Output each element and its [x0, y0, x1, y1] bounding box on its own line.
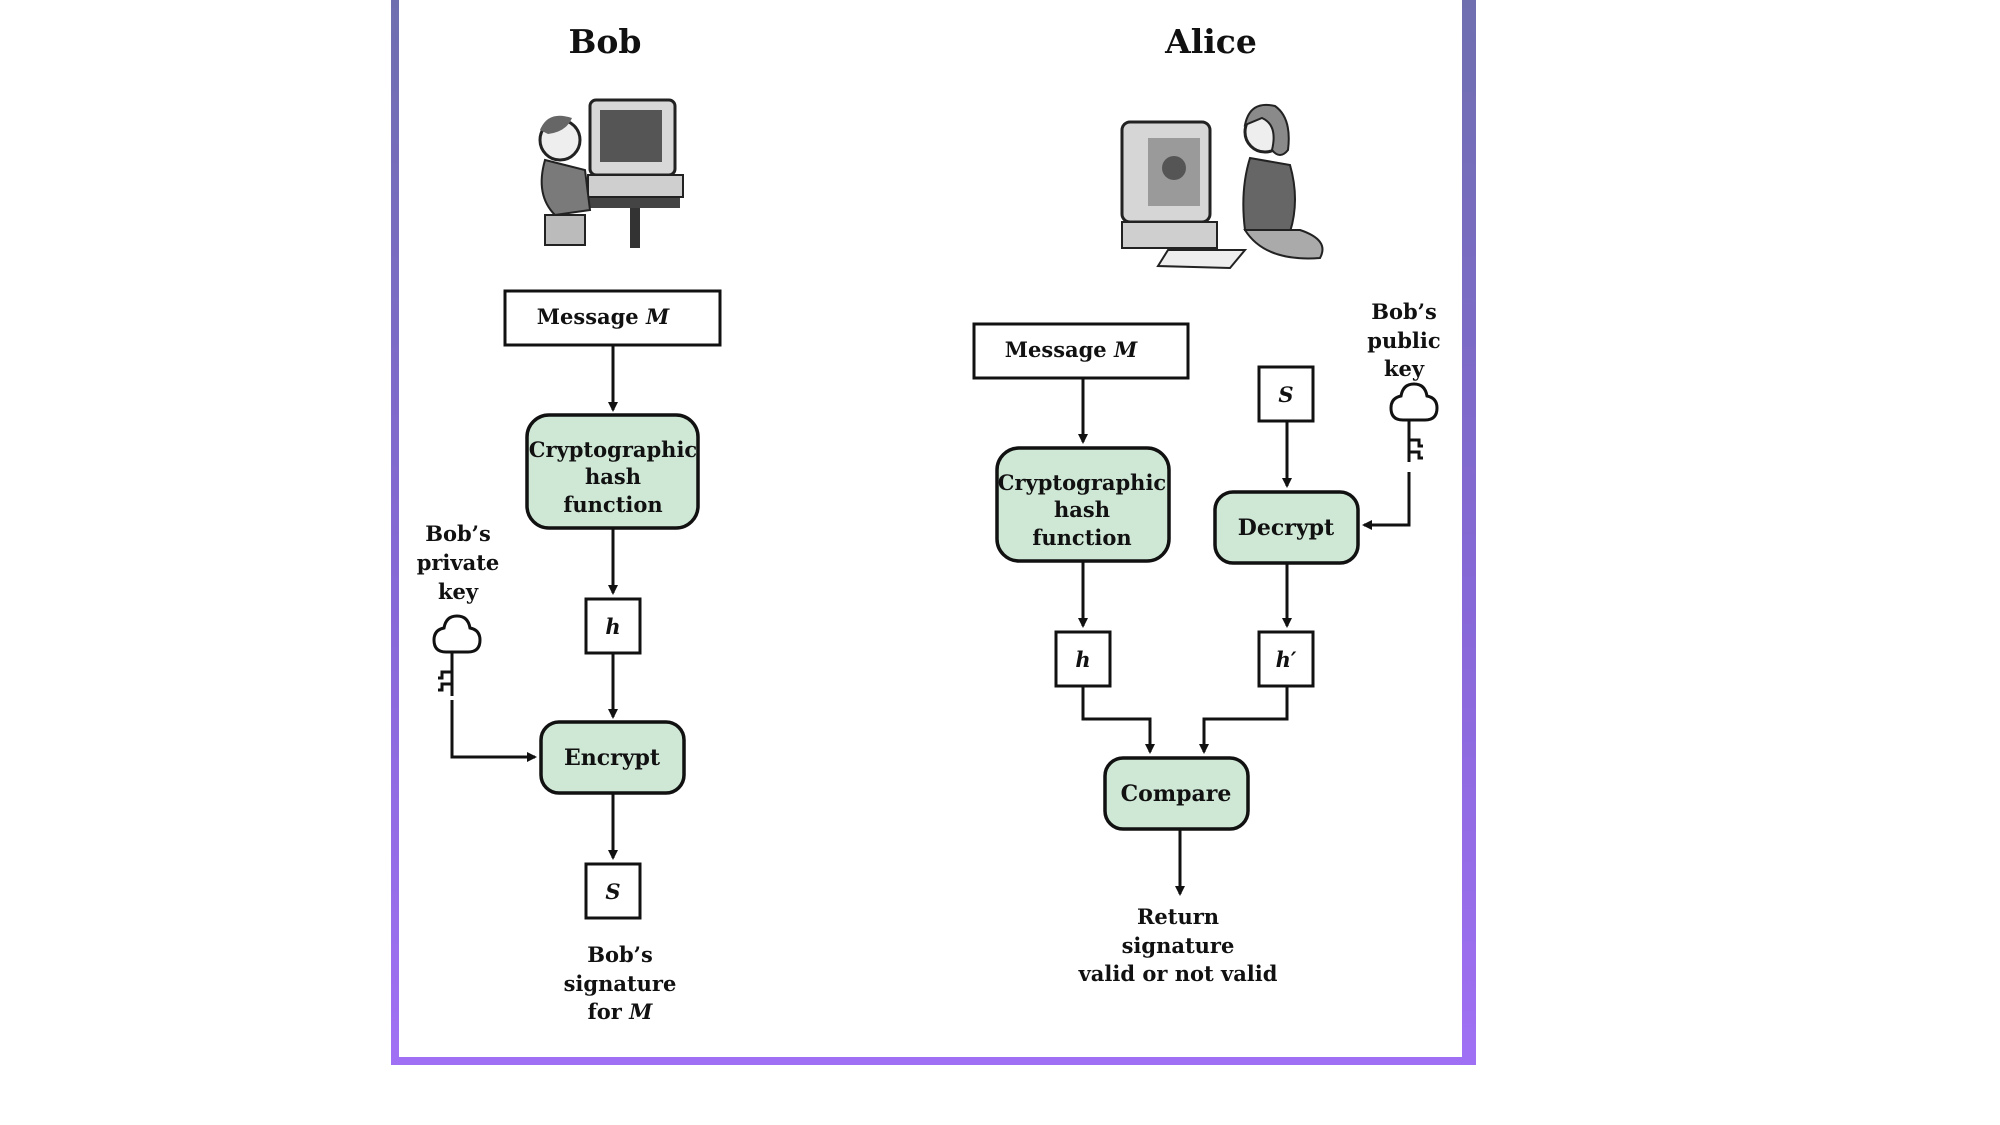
- key-icon: [432, 614, 482, 696]
- alice-result-line1: Return: [1137, 904, 1219, 929]
- alice-message-var: M: [1113, 337, 1138, 362]
- alice-decrypt-box: Decrypt: [1213, 490, 1360, 565]
- alice-public-key-line1: Bob’s: [1371, 299, 1437, 324]
- svg-text:for M: for M: [588, 999, 653, 1024]
- man-at-computer-icon: [538, 98, 684, 248]
- bob-s-box: S: [584, 862, 642, 920]
- bob-signature-line2: signature: [564, 971, 677, 996]
- bob-s-label: S: [605, 879, 620, 904]
- bob-message-var: M: [645, 304, 670, 329]
- alice-hash-line2: hash: [1054, 497, 1110, 522]
- bob-signature-line3: for: [588, 999, 629, 1024]
- bob-signature-line1: Bob’s: [587, 942, 653, 967]
- bob-h-label: h: [605, 614, 620, 639]
- bob-encrypt-label: Encrypt: [564, 745, 661, 771]
- woman-at-computer-icon: [1120, 103, 1324, 270]
- bob-private-key-line2: private: [417, 550, 500, 575]
- bob-hash-function-box: Cryptographic hash function: [525, 413, 700, 530]
- alice-message-box: Message M: [972, 322, 1190, 380]
- bob-hash-line2: hash: [585, 464, 641, 489]
- key-icon: [1389, 382, 1439, 462]
- alice-compare-label: Compare: [1121, 781, 1232, 807]
- bob-signature-var: M: [628, 999, 653, 1024]
- alice-compare-box: Compare: [1103, 756, 1250, 831]
- bob-encrypt-box: Encrypt: [539, 720, 686, 795]
- bob-message-label: Message: [537, 304, 646, 329]
- alice-result-line3: valid or not valid: [1078, 961, 1278, 986]
- bob-h-box: h: [584, 597, 642, 655]
- svg-text:Message M: Message M: [537, 304, 670, 329]
- alice-h-box: h: [1054, 630, 1112, 688]
- alice-hash-line3: function: [1032, 525, 1131, 550]
- alice-message-label: Message: [1005, 337, 1114, 362]
- alice-hash-function-box: Cryptographic hash function: [995, 446, 1171, 563]
- bob-hash-line3: function: [563, 492, 662, 517]
- alice-title: Alice: [1164, 22, 1257, 61]
- alice-hprime-label: h′: [1276, 647, 1297, 672]
- bob-message-box: Message M: [503, 289, 722, 347]
- alice-s-box: S: [1257, 365, 1315, 423]
- alice-h-label: h: [1075, 647, 1090, 672]
- bob-private-key-line3: key: [438, 579, 479, 604]
- bob-hash-line1: Cryptographic: [529, 437, 697, 462]
- svg-text:Message M: Message M: [1005, 337, 1138, 362]
- alice-result-line2: signature: [1122, 933, 1235, 958]
- alice-hprime-box: h′: [1257, 630, 1315, 688]
- alice-public-key-line2: public: [1367, 328, 1440, 353]
- alice-s-label: S: [1278, 382, 1293, 407]
- alice-public-key-line3: key: [1384, 356, 1425, 381]
- alice-decrypt-label: Decrypt: [1238, 515, 1335, 541]
- bob-private-key-line1: Bob’s: [425, 521, 491, 546]
- alice-hash-line1: Cryptographic: [998, 470, 1166, 495]
- bob-title: Bob: [569, 22, 642, 61]
